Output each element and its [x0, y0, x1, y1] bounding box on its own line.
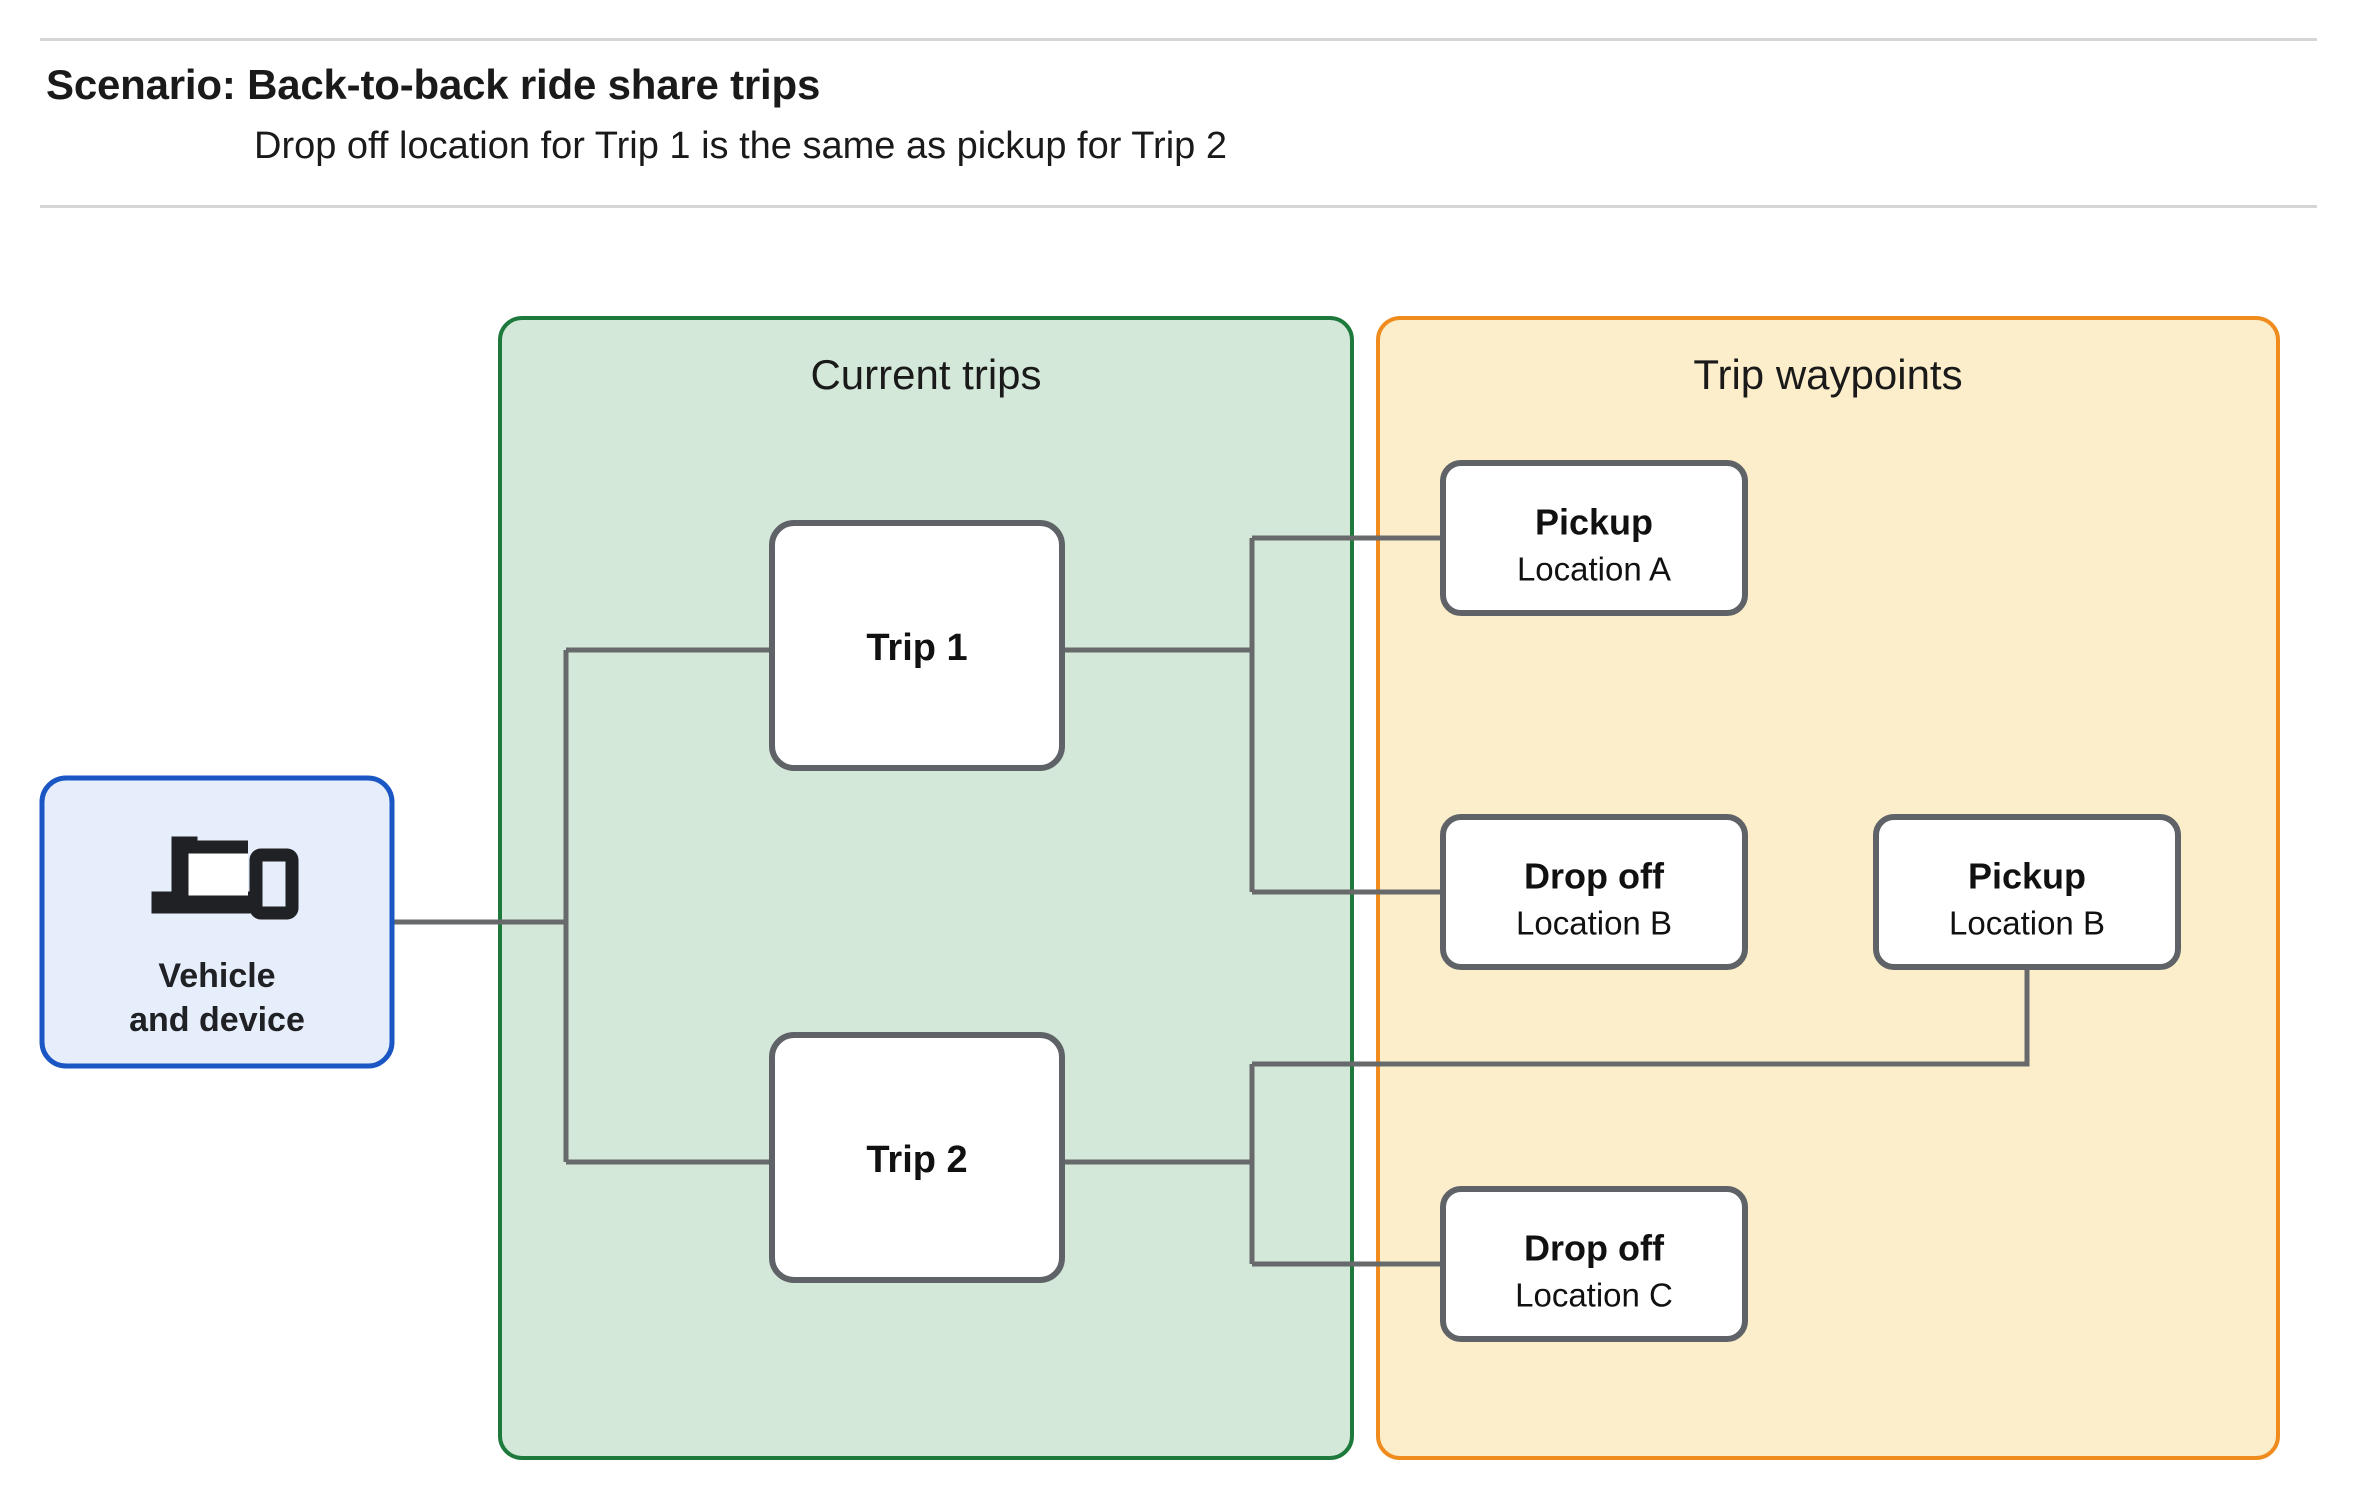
waypoint-dropoff-c-title: Drop off [1524, 1228, 1665, 1269]
vehicle-and-device-node[interactable]: Vehicle and device [39, 775, 395, 1069]
vehicle-label-line2: and device [129, 1001, 305, 1039]
connector-edges [392, 535, 2030, 1267]
page-subtitle: Drop off location for Trip 1 is the same… [254, 124, 1227, 167]
waypoint-pickup-b-node[interactable]: Pickup Location B [1873, 814, 2181, 970]
waypoint-dropoff-c-location: Location C [1515, 1277, 1673, 1314]
waypoint-pickup-a-title: Pickup [1535, 502, 1653, 543]
vehicle-node-box[interactable] [39, 775, 395, 1069]
header-divider-bottom [40, 205, 2317, 208]
waypoint-pickup-b-box[interactable] [1873, 814, 2181, 970]
waypoint-dropoff-b-node[interactable]: Drop off Location B [1440, 814, 1748, 970]
trip-2-node[interactable]: Trip 2 [769, 1032, 1065, 1283]
page-title: Scenario: Back-to-back ride share trips [46, 61, 821, 108]
waypoint-pickup-b-title: Pickup [1968, 856, 2086, 897]
header-block: Scenario: Back-to-back ride share trips … [46, 58, 2046, 171]
current-trips-panel [498, 316, 1354, 1460]
current-trips-label: Current trips [810, 351, 1041, 398]
waypoint-pickup-a-node[interactable]: Pickup Location A [1440, 460, 1748, 616]
waypoint-pickup-a-box[interactable] [1440, 460, 1748, 616]
edge-trip-2-to-pickup-b [1252, 962, 2030, 1067]
trip-waypoints-label: Trip waypoints [1693, 351, 1962, 398]
waypoint-dropoff-b-box[interactable] [1440, 814, 1748, 970]
waypoint-dropoff-c-node[interactable]: Drop off Location C [1440, 1186, 1748, 1342]
waypoint-pickup-b-location: Location B [1949, 905, 2105, 942]
trip-1-node[interactable]: Trip 1 [769, 520, 1065, 771]
devices-icon [151, 836, 299, 920]
trip-2-box[interactable] [769, 1032, 1065, 1283]
waypoint-dropoff-b-title: Drop off [1524, 856, 1665, 897]
header-divider-top [40, 38, 2317, 41]
waypoint-dropoff-c-box[interactable] [1440, 1186, 1748, 1342]
trip-2-label: Trip 2 [866, 1139, 967, 1181]
waypoint-pickup-a-location: Location A [1517, 551, 1671, 588]
group-current-trips: Current trips [498, 316, 1354, 1460]
trip-1-label: Trip 1 [866, 627, 967, 669]
waypoint-dropoff-b-location: Location B [1516, 905, 1672, 942]
vehicle-label-line1: Vehicle [158, 957, 275, 995]
trip-1-box[interactable] [769, 520, 1065, 771]
